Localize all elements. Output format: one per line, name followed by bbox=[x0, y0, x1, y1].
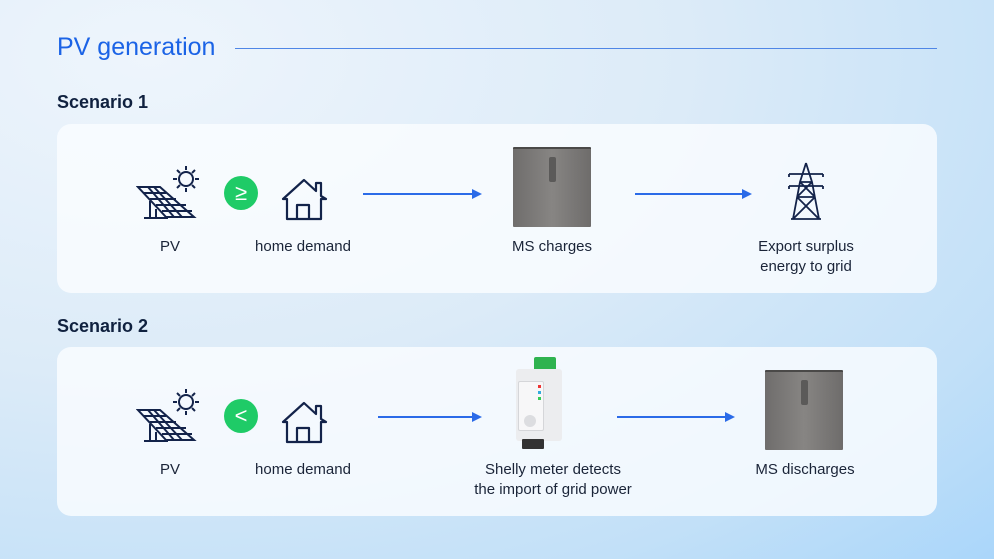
ms-battery-image bbox=[513, 147, 591, 227]
ms-battery-image bbox=[765, 370, 843, 450]
scenario-1-card bbox=[57, 124, 937, 293]
home-demand-label: home demand bbox=[255, 461, 351, 478]
house-icon bbox=[281, 401, 328, 444]
house-icon bbox=[281, 178, 328, 221]
flow-arrow bbox=[617, 412, 735, 422]
shelly-meter-image bbox=[510, 357, 566, 451]
ms-discharges-label: MS discharges bbox=[755, 461, 855, 478]
export-label-line1: Export surplus bbox=[758, 238, 854, 255]
scenario-1-heading: Scenario 1 bbox=[57, 92, 149, 112]
flow-arrow bbox=[378, 412, 482, 422]
solar-panel-icon bbox=[136, 166, 199, 219]
pv-label: PV bbox=[159, 238, 180, 255]
flow-arrow bbox=[635, 189, 752, 199]
greater-or-equal-icon: ≥ bbox=[224, 176, 258, 210]
shelly-meter-label-line1: Shelly meter detects bbox=[485, 461, 621, 478]
less-than-icon: < bbox=[224, 399, 258, 433]
home-demand-label: home demand bbox=[255, 238, 351, 255]
pv-label: PV bbox=[159, 461, 180, 478]
power-tower-icon bbox=[788, 162, 824, 220]
page-title: PV generation bbox=[57, 33, 216, 61]
ms-charges-label: MS charges bbox=[511, 238, 593, 255]
shelly-meter-label-line2: the import of grid power bbox=[474, 481, 632, 498]
solar-panel-icon bbox=[136, 389, 199, 442]
title-divider bbox=[235, 48, 937, 49]
scenario-2-heading: Scenario 2 bbox=[57, 316, 149, 336]
export-label-line2: energy to grid bbox=[760, 258, 852, 275]
flow-arrow bbox=[363, 189, 482, 199]
